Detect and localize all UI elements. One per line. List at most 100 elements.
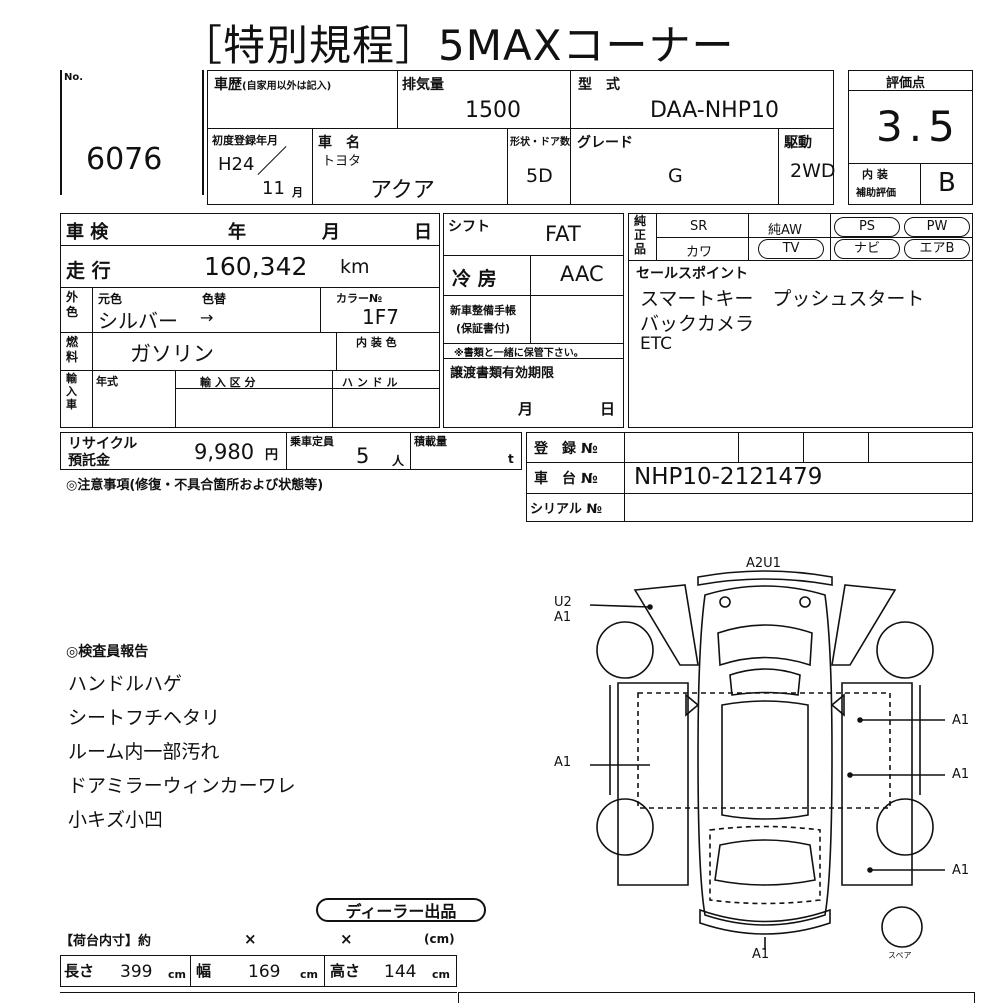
reg-number-label: 登 録 № bbox=[534, 441, 598, 457]
bottom-box-fragment bbox=[60, 992, 457, 1003]
sales-point-line: ETC bbox=[640, 334, 672, 354]
width-value: 169 bbox=[248, 962, 281, 982]
maintenance-label-1: 新車整備手帳 bbox=[450, 304, 516, 317]
orig-color-label: 元色 bbox=[98, 292, 123, 306]
equip-aw: 純AW bbox=[768, 223, 803, 238]
change-color-value: → bbox=[200, 308, 214, 327]
recycle-label-1: リサイクル bbox=[68, 436, 138, 452]
equip-tv: TV bbox=[758, 239, 824, 259]
transfer-day: 日 bbox=[600, 400, 616, 418]
inspector-label: ◎検査員報告 bbox=[66, 644, 149, 660]
recycle-label-2: 預託金 bbox=[68, 453, 110, 469]
inspection-year: 年 bbox=[228, 222, 246, 243]
interior-color-label: 内 装 色 bbox=[356, 336, 397, 349]
import-handle-label: ハ ン ド ル bbox=[342, 376, 398, 389]
genuine-label: 純正品 bbox=[634, 214, 647, 256]
inspector-line: ハンドルハゲ bbox=[68, 673, 183, 695]
capacity-label: 乗車定員 bbox=[290, 435, 334, 448]
sales-point-line: スマートキー プッシュスタート bbox=[640, 288, 925, 310]
height-unit: cm bbox=[432, 968, 450, 981]
transfer-month: 月 bbox=[518, 400, 534, 418]
chassis-value: NHP10-2121479 bbox=[634, 464, 823, 490]
orig-color-value: シルバー bbox=[98, 309, 178, 333]
recycle-unit: 円 bbox=[265, 448, 279, 463]
equip-pw: PW bbox=[904, 217, 970, 237]
interior-score: B bbox=[938, 168, 956, 198]
load-unit: t bbox=[508, 452, 514, 466]
change-color-label: 色替 bbox=[202, 292, 227, 306]
damage-mark-right-2: A1 bbox=[952, 767, 970, 782]
fuel-label: 燃料 bbox=[66, 335, 79, 364]
grade-value: G bbox=[668, 165, 683, 187]
bottom-right-box-fragment bbox=[458, 992, 975, 1003]
score-box bbox=[848, 70, 973, 205]
name-label: 車 名 bbox=[318, 135, 360, 151]
load-label: 積載量 bbox=[414, 435, 447, 448]
color-label: 外色 bbox=[66, 290, 79, 319]
inspector-line: シートフチヘタリ bbox=[68, 707, 221, 729]
cargo-x-1: × bbox=[244, 930, 257, 948]
grade-label: グレード bbox=[577, 135, 633, 151]
lot-label: No. bbox=[64, 72, 84, 83]
damage-mark-right-1: A1 bbox=[952, 713, 970, 728]
car-name-value: アクア bbox=[370, 178, 435, 203]
length-unit: cm bbox=[168, 968, 186, 981]
equip-navi: ナビ bbox=[834, 239, 900, 259]
cargo-x-2: × bbox=[340, 930, 353, 948]
inspector-line: 小キズ小凹 bbox=[68, 809, 164, 831]
equip-ps: PS bbox=[834, 217, 900, 237]
shift-label: シフト bbox=[448, 219, 490, 235]
first-reg-month-unit: 月 bbox=[292, 186, 303, 199]
capacity-unit: 人 bbox=[392, 454, 405, 468]
width-label: 幅 bbox=[196, 962, 212, 980]
spare-tire-label: スペア bbox=[888, 951, 912, 960]
left-info-box bbox=[60, 213, 440, 428]
transfer-label: 譲渡書類有効期限 bbox=[450, 366, 555, 381]
inspection-month: 月 bbox=[322, 222, 340, 243]
chassis-label: 車 台 № bbox=[534, 471, 598, 487]
fuel-value: ガソリン bbox=[130, 342, 214, 366]
car-diagram bbox=[589, 570, 945, 950]
maintenance-note: ※書類と一緒に保管下さい。 bbox=[454, 348, 584, 359]
height-value: 144 bbox=[384, 962, 417, 982]
interior-label-1: 内 装 bbox=[862, 168, 888, 181]
damage-mark-left-top-1: U2 bbox=[554, 595, 572, 610]
sales-points-label: セールスポイント bbox=[636, 266, 748, 282]
inspection-label: 車 検 bbox=[66, 222, 109, 243]
recycle-value: 9,980 bbox=[194, 440, 255, 464]
recycle-box bbox=[60, 432, 522, 470]
lot-bracket bbox=[60, 70, 204, 195]
cargo-label: 【荷台内寸】約 bbox=[60, 934, 152, 949]
history-label: 車歴(自家用以外は記入) bbox=[214, 77, 332, 93]
ac-label: 冷 房 bbox=[452, 268, 497, 290]
maker-value: トヨタ bbox=[322, 154, 362, 169]
mileage-label: 走 行 bbox=[66, 260, 111, 282]
damage-mark-left-mid: A1 bbox=[554, 755, 572, 770]
displacement-value: 1500 bbox=[465, 98, 521, 123]
length-label: 長さ bbox=[64, 962, 95, 980]
shift-value: FAT bbox=[545, 222, 581, 246]
damage-mark-bottom: A1 bbox=[752, 947, 770, 962]
middle-info-box bbox=[443, 213, 624, 428]
dealer-stamp: ディーラー出品 bbox=[316, 898, 486, 922]
equip-sr: SR bbox=[690, 219, 708, 234]
equipment-box bbox=[628, 213, 973, 428]
import-year-label: 年式 bbox=[96, 375, 118, 388]
inspector-line: ドアミラーウィンカーワレ bbox=[68, 775, 296, 797]
dimensions-box bbox=[60, 955, 457, 987]
first-reg-year: H24 bbox=[218, 154, 255, 175]
color-code-value: 1F7 bbox=[362, 305, 399, 329]
doors-value: 5D bbox=[526, 165, 553, 187]
first-reg-label: 初度登録年月 bbox=[212, 134, 278, 147]
score-label: 評価点 bbox=[886, 76, 926, 91]
sales-point-line: バックカメラ bbox=[640, 313, 755, 335]
model-label: 型 式 bbox=[578, 77, 620, 93]
serial-label: シリアル № bbox=[530, 502, 603, 517]
damage-mark-right-3: A1 bbox=[952, 863, 970, 878]
score-value: 3.5 bbox=[876, 102, 961, 151]
lot-number: 6076 bbox=[86, 142, 163, 177]
equip-leather: カワ bbox=[686, 245, 713, 260]
maintenance-label-2: (保証書付) bbox=[456, 322, 511, 335]
drive-label: 駆動 bbox=[784, 135, 812, 151]
equip-airbag: エアB bbox=[904, 239, 970, 259]
